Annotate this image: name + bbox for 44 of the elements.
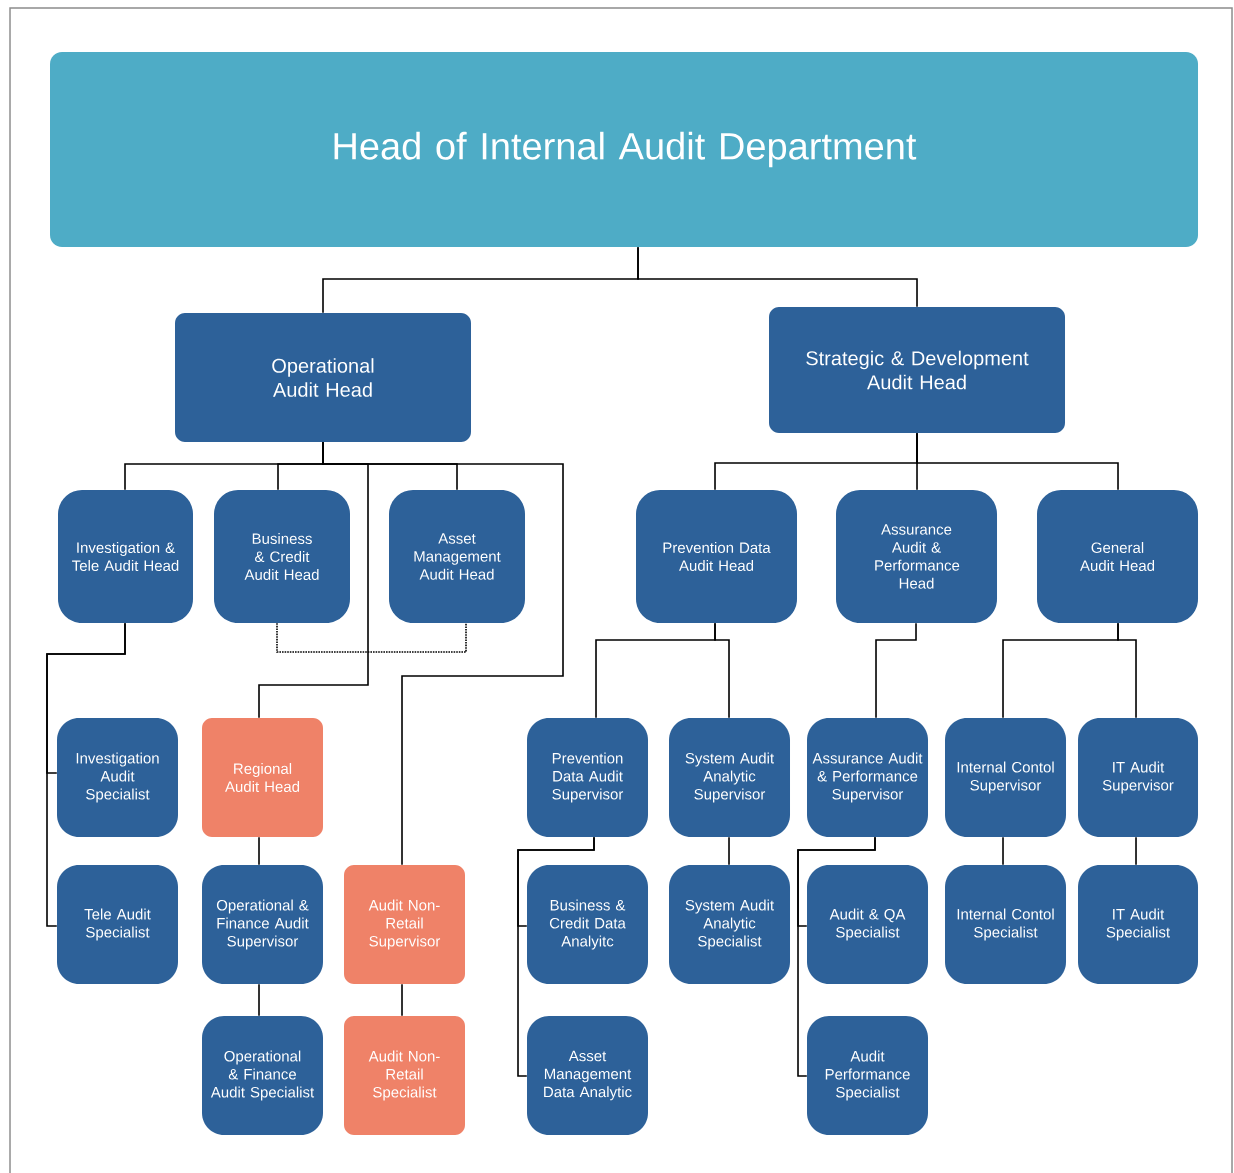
role-box: General Audit Head: [1037, 490, 1198, 623]
role-box: Investigation & Tele Audit Head: [58, 490, 193, 623]
connector-line: [517, 836, 595, 1077]
role-box: Assurance Audit & Performance Supervisor: [807, 718, 928, 837]
role-box: Regional Audit Head: [202, 718, 323, 837]
role-box: Audit Performance Specialist: [807, 1016, 928, 1135]
role-box: System Audit Analytic Supervisor: [669, 718, 790, 837]
role-box: IT Audit Supervisor: [1078, 718, 1198, 837]
connector-line: [797, 836, 876, 1077]
role-box: Operational & Finance Audit Specialist: [202, 1016, 323, 1135]
role-box: Business & Credit Data Analyitc: [527, 865, 648, 984]
role-box: IT Audit Specialist: [1078, 865, 1198, 984]
connector-line: [916, 432, 1119, 491]
connector-line: [728, 836, 730, 866]
role-box: Investigation Audit Specialist: [57, 718, 178, 837]
role-box: Audit & QA Specialist: [807, 865, 928, 984]
connector-line: [258, 983, 260, 1017]
connector-line: [258, 836, 260, 866]
role-box: Prevention Data Audit Supervisor: [527, 718, 648, 837]
connector-line: [1135, 836, 1137, 866]
role-box: System Audit Analytic Specialist: [669, 865, 790, 984]
manager-box: Operational Audit Head: [175, 313, 471, 442]
role-box: Audit Non-Retail Supervisor: [344, 865, 465, 984]
role-box: Assurance Audit & Performance Head: [836, 490, 997, 623]
role-box: Asset Management Data Analytic: [527, 1016, 648, 1135]
manager-box: Strategic & Development Audit Head: [769, 307, 1065, 433]
role-box: Internal Contol Supervisor: [945, 718, 1066, 837]
dotted-connector: [276, 622, 467, 653]
title-banner: Head of Internal Audit Department: [50, 52, 1198, 247]
connector-line: [714, 622, 730, 719]
connector-line: [1117, 622, 1137, 719]
role-box: Asset Management Audit Head: [389, 490, 525, 623]
role-box: Operational & Finance Audit Supervisor: [202, 865, 323, 984]
connector-line: [322, 441, 564, 866]
connector-line: [637, 246, 918, 308]
role-box: Audit Non-Retail Specialist: [344, 1016, 465, 1135]
connector-line: [875, 622, 917, 719]
role-box: Prevention Data Audit Head: [636, 490, 797, 623]
role-box: Internal Contol Specialist: [945, 865, 1066, 984]
connector-line: [401, 983, 403, 1017]
connector-line: [1002, 836, 1004, 866]
connector-line: [46, 622, 126, 927]
role-box: Business & Credit Audit Head: [214, 490, 350, 623]
role-box: Tele Audit Specialist: [57, 865, 178, 984]
